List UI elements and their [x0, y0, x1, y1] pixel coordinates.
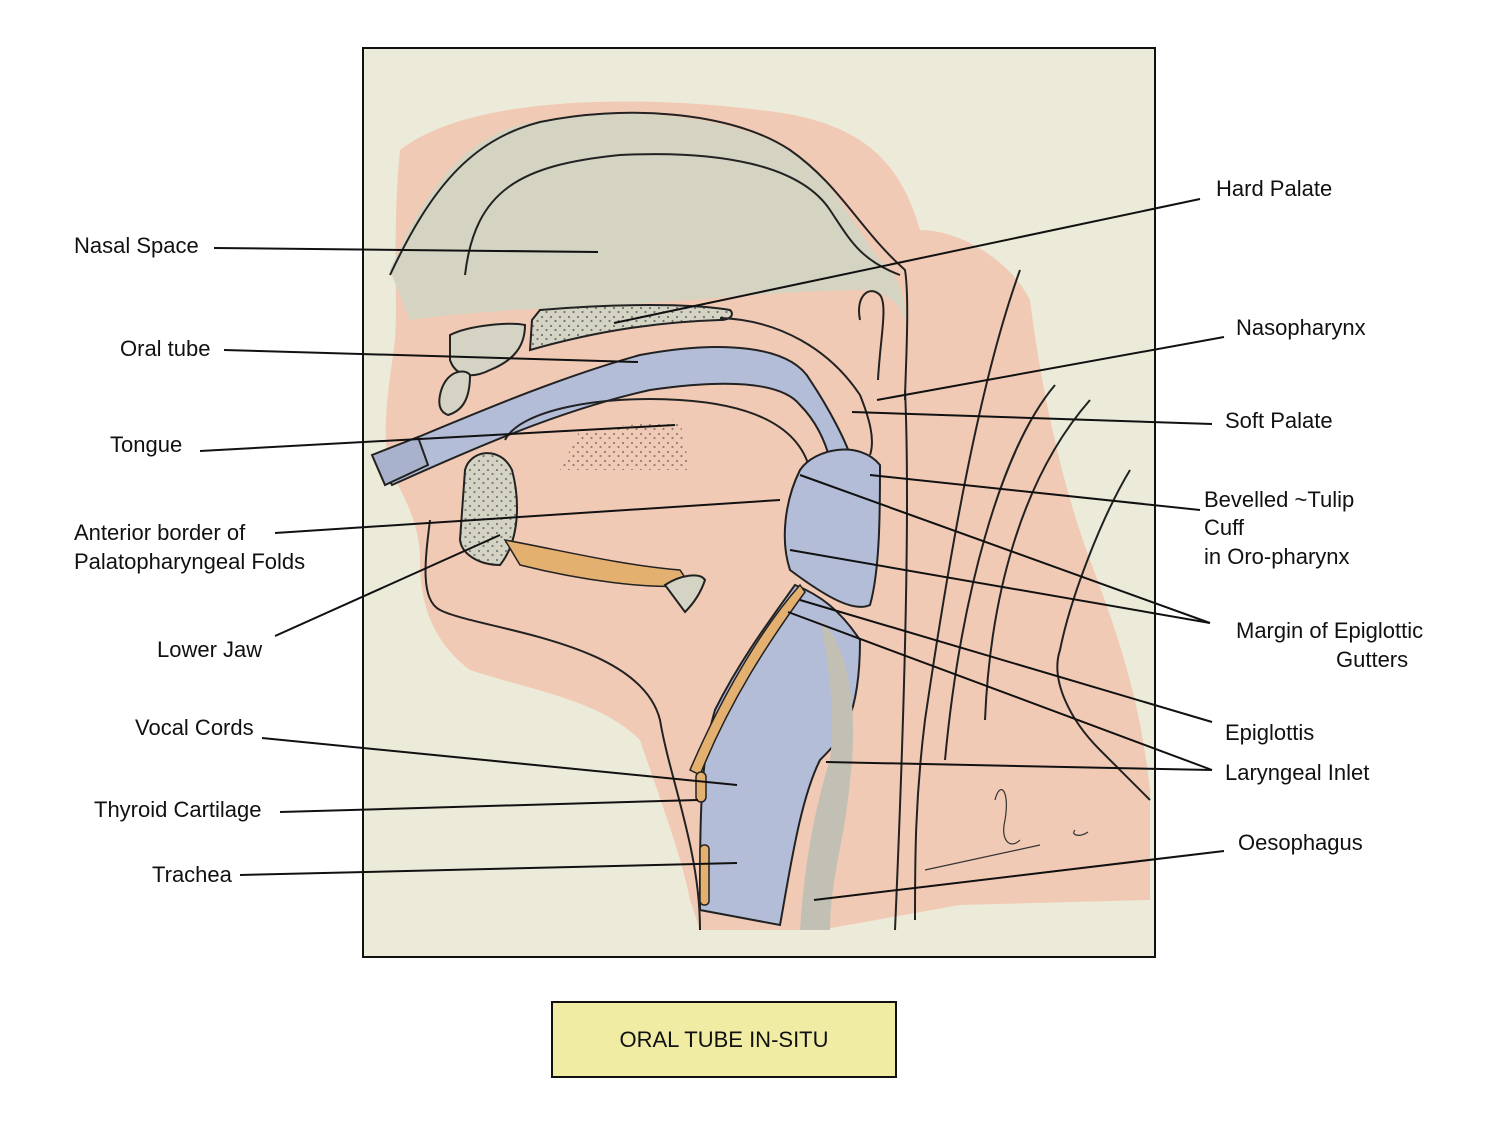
tongue-outline — [504, 398, 811, 471]
label-vocal-cords: Vocal Cords — [135, 715, 254, 740]
leader-thyroid-cartilage — [279, 799, 699, 813]
leader-oral-tube — [223, 349, 639, 363]
leader-tongue — [199, 424, 676, 452]
label-nasal-space: Nasal Space — [74, 233, 199, 258]
leader-nasopharynx — [876, 336, 1225, 401]
label-epiglottis: Epiglottis — [1225, 720, 1315, 745]
leader-vocal-cords — [261, 737, 738, 786]
leader-epiglottis — [799, 599, 1213, 723]
thyroid-cartilage-shape — [695, 771, 707, 803]
leader-anterior-border — [274, 499, 781, 534]
label-anterior-border-line1: Anterior border of — [74, 520, 246, 545]
tulip-cuff — [783, 448, 882, 608]
label-laryngeal-inlet: Laryngeal Inlet — [1225, 760, 1370, 785]
leader-epiglottic-gutters-1 — [799, 474, 1211, 624]
label-lower-jaw: Lower Jaw — [157, 637, 263, 662]
neck-front-outline — [424, 519, 701, 931]
label-tongue: Tongue — [110, 432, 183, 457]
hard-palate-dots — [530, 305, 732, 350]
label-soft-palate: Soft Palate — [1225, 408, 1333, 433]
upper-tooth — [438, 370, 472, 417]
hyoid-bone — [663, 574, 707, 614]
label-anterior-border-line2: Palatopharyngeal Folds — [74, 549, 306, 574]
soft-palate-outline — [719, 317, 873, 456]
label-oral-tube: Oral tube — [120, 336, 211, 361]
trachea-ring — [699, 844, 710, 906]
leader-nasal-space — [213, 247, 599, 253]
label-bevelled-cuff-line3: in Oro-pharynx — [1204, 544, 1350, 569]
leader-oesophagus — [813, 850, 1225, 901]
label-epiglottic-gutters-line2: Gutters — [1336, 647, 1409, 672]
spine-line-2 — [944, 384, 1056, 761]
label-thyroid-cartilage: Thyroid Cartilage — [94, 797, 262, 822]
label-bevelled-cuff-line2: Cuff — [1204, 515, 1244, 540]
label-nasopharynx: Nasopharynx — [1236, 315, 1366, 340]
spine-line-1 — [914, 269, 1021, 921]
leader-hard-palate — [613, 198, 1201, 324]
pharynx-back-wall — [894, 389, 908, 931]
leader-bevelled-cuff — [869, 474, 1201, 511]
label-hard-palate: Hard Palate — [1216, 176, 1333, 201]
leader-lines — [199, 198, 1225, 901]
label-trachea: Trachea — [152, 862, 232, 887]
tongue-dots — [560, 420, 690, 470]
head-outline — [389, 111, 909, 401]
leader-laryngeal-inlet-2 — [825, 761, 1213, 771]
uvula-nasopharynx — [858, 290, 885, 381]
tube-connector — [370, 435, 430, 487]
label-epiglottic-gutters-line1: Margin of Epiglottic — [1236, 618, 1424, 643]
nasal-space-region — [390, 113, 905, 320]
leader-lower-jaw — [274, 534, 501, 637]
leader-soft-palate — [851, 411, 1213, 425]
oesophagus-region — [800, 620, 854, 930]
spine-line-3 — [984, 399, 1091, 721]
artist-signature — [924, 789, 1089, 871]
leader-trachea — [239, 862, 738, 876]
lower-jaw-dots — [460, 453, 517, 565]
leader-laryngeal-inlet-1 — [787, 611, 1213, 771]
figure-caption: ORAL TUBE IN-SITU — [551, 1001, 897, 1078]
leader-epiglottic-gutters-2 — [789, 549, 1211, 624]
skull-inner-outline — [464, 153, 901, 276]
label-oesophagus: Oesophagus — [1238, 830, 1363, 855]
label-bevelled-cuff-line1: Bevelled ~Tulip — [1204, 487, 1355, 512]
